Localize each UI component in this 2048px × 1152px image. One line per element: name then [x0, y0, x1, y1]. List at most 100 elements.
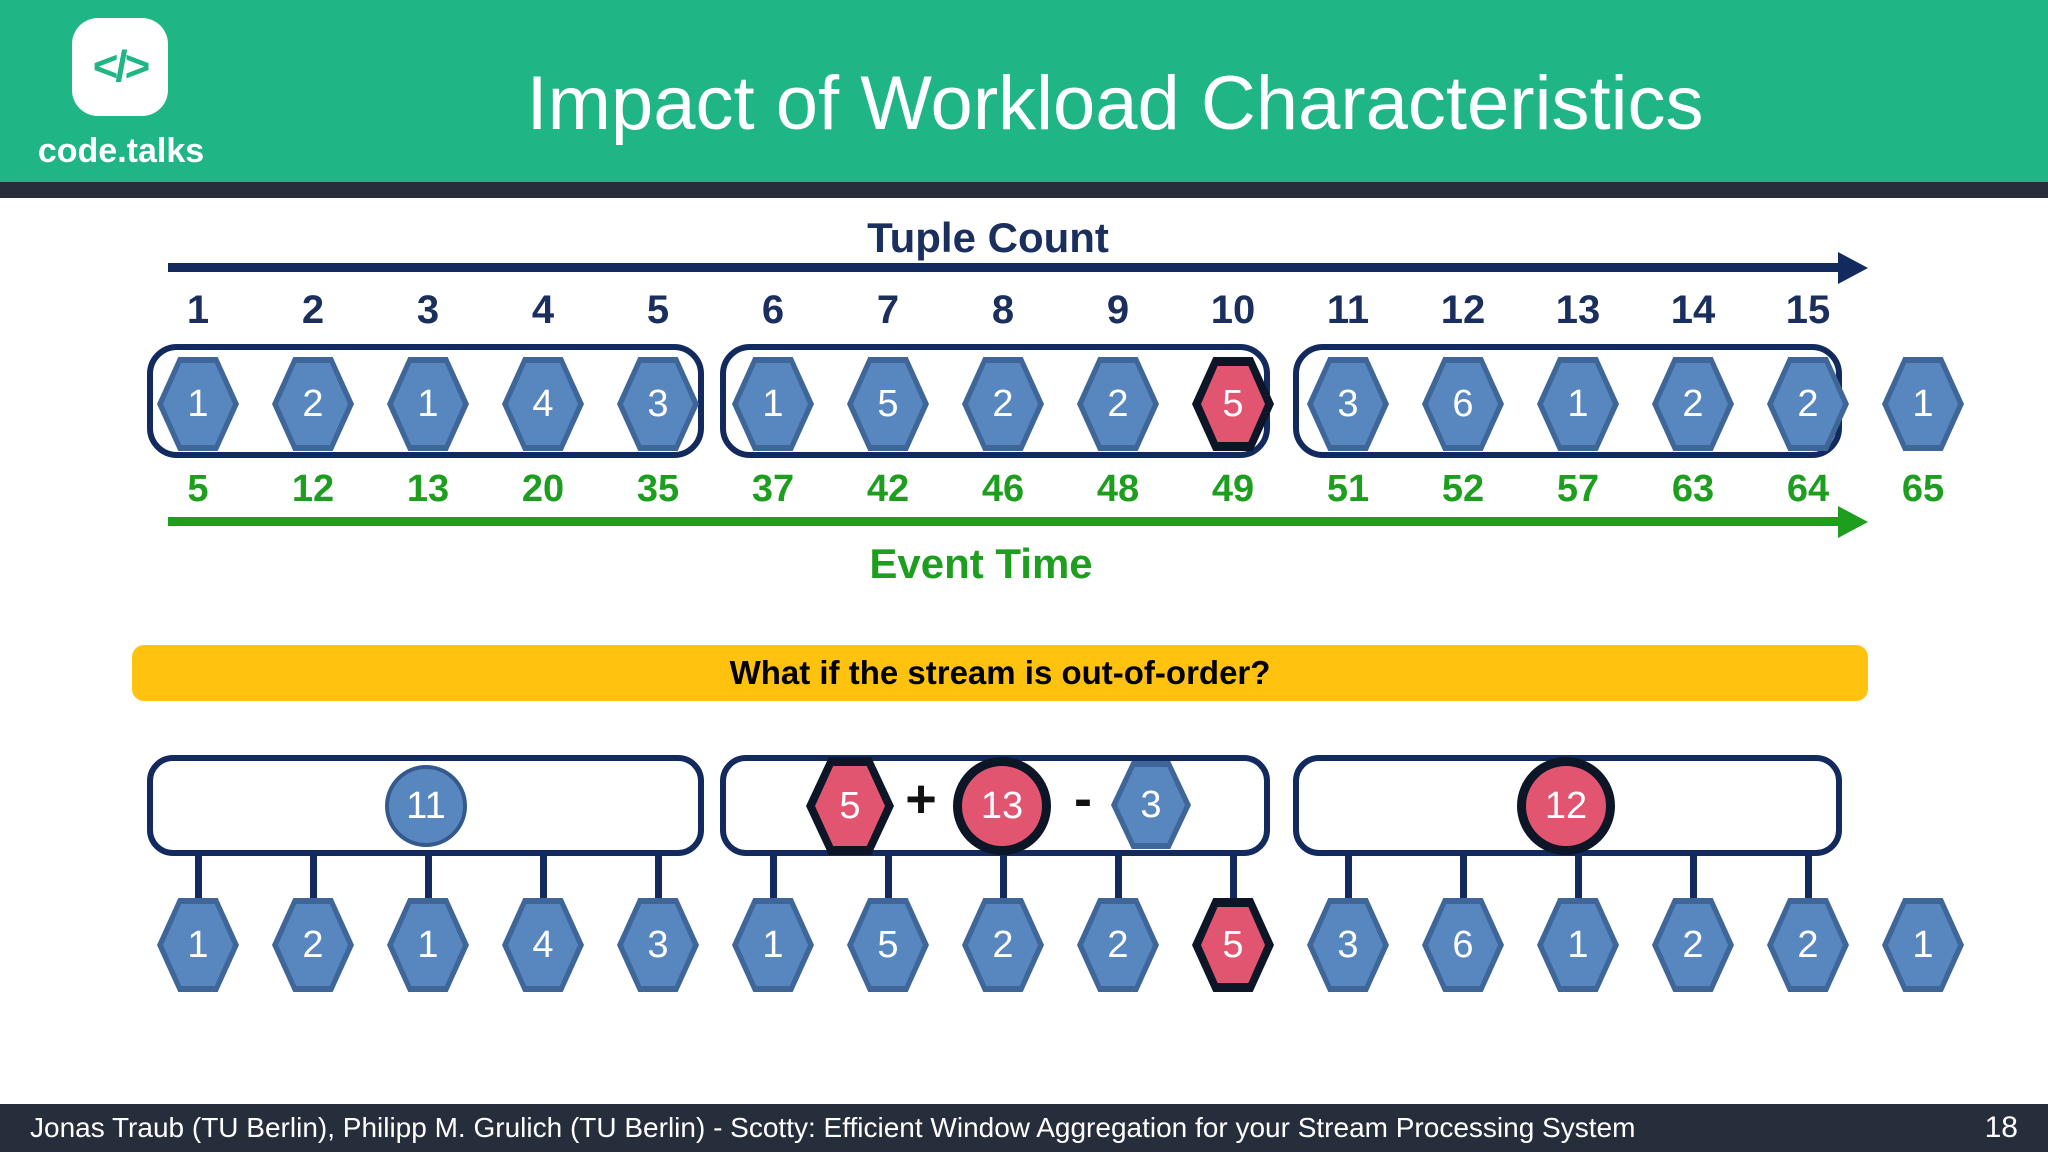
- tuple-count-axis-label: Tuple Count: [867, 214, 1109, 261]
- tuple-value: 5: [877, 923, 899, 966]
- count-tick: 5: [646, 288, 670, 332]
- tuple-hexagon: 1: [157, 898, 239, 992]
- tuple-value: 2: [992, 923, 1014, 966]
- tuple-hexagon-out-of-order: 5: [1192, 898, 1274, 992]
- count-tick: 10: [1210, 288, 1256, 332]
- aggregate-circle-window3: 12: [1517, 757, 1615, 855]
- tuple-hexagon: 2: [1652, 898, 1734, 992]
- tuple-hexagon: 3: [1307, 898, 1389, 992]
- footer-credit: Jonas Traub (TU Berlin), Philipp M. Grul…: [30, 1112, 1636, 1143]
- brand-name: code.talks: [37, 132, 205, 170]
- count-tick: 12: [1440, 288, 1486, 332]
- question-banner-text: What if the stream is out-of-order?: [729, 654, 1271, 691]
- logo: </>: [72, 18, 168, 116]
- event-time-arrow: [168, 517, 1838, 526]
- time-tick: 65: [1901, 468, 1945, 510]
- tuple-hexagon: 1: [732, 898, 814, 992]
- tuple-value: 2: [302, 382, 324, 425]
- tuple-value: 1: [1912, 382, 1934, 425]
- aggregate-value: 11: [406, 784, 446, 827]
- count-tick: 4: [531, 288, 555, 332]
- header-divider: [0, 182, 2048, 198]
- plus-operator: +: [905, 769, 937, 829]
- tuple-value: 2: [1107, 382, 1129, 425]
- event-time-arrowhead-icon: [1838, 506, 1868, 538]
- tuple-value: 1: [762, 923, 784, 966]
- time-tick: 5: [187, 468, 209, 510]
- tuple-value: 3: [1337, 923, 1359, 966]
- tuple-hexagon: 1: [1882, 898, 1964, 992]
- header-bar: </> code.talks Impact of Workload Charac…: [0, 0, 2048, 182]
- tuple-value: 5: [877, 382, 899, 425]
- event-time-axis-label: Event Time: [869, 540, 1093, 587]
- connector-line: [1804, 852, 1812, 902]
- connector-line: [309, 852, 317, 902]
- minus-operator: -: [1074, 769, 1092, 829]
- connector-line: [194, 852, 202, 902]
- time-tick: 46: [981, 468, 1025, 510]
- time-tick: 57: [1556, 468, 1600, 510]
- tuple-value: 1: [417, 382, 439, 425]
- aggregate-circle-window2: 13: [953, 757, 1051, 855]
- tuple-count-arrowhead-icon: [1838, 252, 1868, 284]
- count-tick: 3: [416, 288, 440, 332]
- tuple-value: 3: [1337, 382, 1359, 425]
- connector-line: [884, 852, 892, 902]
- tuple-hexagon: 4: [502, 898, 584, 992]
- tuple-hexagon: 3: [617, 898, 699, 992]
- footer-bar: Jonas Traub (TU Berlin), Philipp M. Grul…: [0, 1104, 2048, 1152]
- tuple-value: 3: [647, 382, 669, 425]
- tuple-hexagon: 2: [272, 898, 354, 992]
- connector-line: [1689, 852, 1697, 902]
- tuple-value: 1: [762, 382, 784, 425]
- tuple-value: 2: [1682, 923, 1704, 966]
- connector-line: [654, 852, 662, 902]
- count-tick: 8: [991, 288, 1015, 332]
- tuple-hexagon: 6: [1422, 898, 1504, 992]
- tuple-value: 2: [1797, 382, 1819, 425]
- time-tick: 37: [751, 468, 795, 510]
- time-tick: 49: [1211, 468, 1255, 510]
- count-tick: 2: [301, 288, 325, 332]
- time-tick: 63: [1671, 468, 1715, 510]
- time-tick: 13: [406, 468, 450, 510]
- tuple-hexagon: 2: [1767, 898, 1849, 992]
- count-tick: 6: [761, 288, 785, 332]
- tuple-value: 4: [532, 382, 554, 425]
- tuple-hexagon: 1: [387, 898, 469, 992]
- aggregate-value: 13: [980, 784, 1024, 827]
- tuple-value: 2: [1107, 923, 1129, 966]
- tuple-value: 5: [839, 784, 861, 827]
- tuple-value: 2: [302, 923, 324, 966]
- question-banner: What if the stream is out-of-order?: [132, 645, 1868, 701]
- tuple-value: 5: [1222, 923, 1244, 966]
- connector-line: [539, 852, 547, 902]
- tuple-hexagon: 1: [1882, 357, 1964, 451]
- tuple-value: 6: [1452, 382, 1474, 425]
- tuple-value: 3: [1140, 783, 1162, 826]
- tuple-value: 2: [1797, 923, 1819, 966]
- time-tick: 64: [1786, 468, 1830, 510]
- tuple-hexagon: 2: [1077, 898, 1159, 992]
- time-tick: 20: [521, 468, 565, 510]
- tuple-value: 4: [532, 923, 554, 966]
- tuple-hexagon: 2: [962, 898, 1044, 992]
- count-tick: 9: [1106, 288, 1130, 332]
- tuple-count-arrow: [168, 263, 1838, 272]
- aggregate-circle-window1: 11: [385, 765, 467, 847]
- time-tick: 51: [1326, 468, 1370, 510]
- time-tick: 52: [1441, 468, 1485, 510]
- count-tick: 14: [1670, 288, 1716, 332]
- tuple-value: 1: [1567, 382, 1589, 425]
- page-number: 18: [1984, 1111, 2018, 1144]
- tuple-value: 3: [647, 923, 669, 966]
- tuple-value: 5: [1222, 382, 1244, 425]
- count-tick: 13: [1555, 288, 1601, 332]
- tuple-value: 1: [417, 923, 439, 966]
- count-tick: 11: [1326, 288, 1370, 332]
- count-tick: 1: [186, 288, 210, 332]
- time-tick: 42: [866, 468, 910, 510]
- code-slash-icon: </>: [92, 42, 151, 91]
- tuple-value: 1: [187, 382, 209, 425]
- count-tick: 7: [876, 288, 900, 332]
